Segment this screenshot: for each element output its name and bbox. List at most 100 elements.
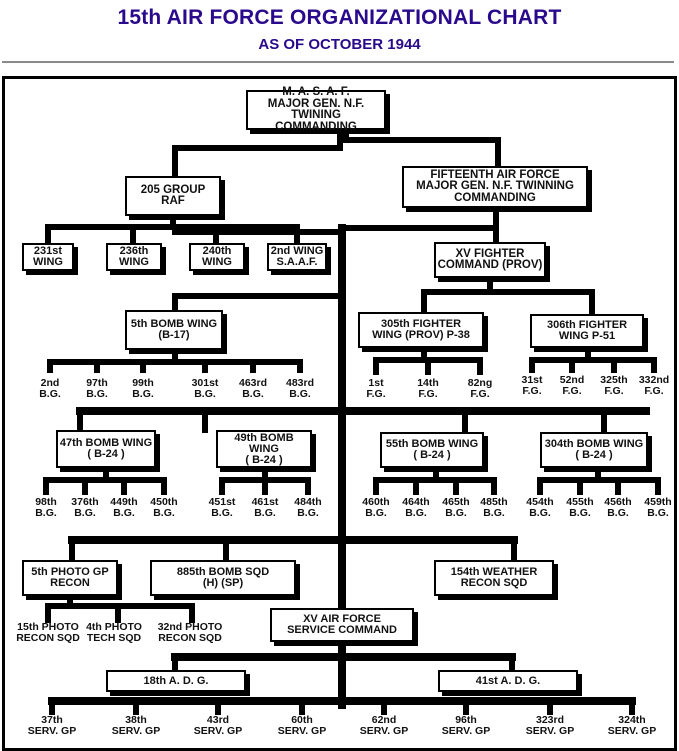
leaf-label-line: B.G. — [483, 507, 505, 519]
node-label-line: FIFTEENTH AIR FORCE — [430, 168, 560, 181]
node-label-line: ( B-24 ) — [87, 448, 125, 460]
leaf-label-line: B.G. — [365, 507, 387, 519]
leaf-label-line: 14th — [417, 377, 439, 389]
leaf-label-line: B.G. — [74, 507, 96, 519]
leaf-label-line: SERV. GP — [277, 725, 327, 737]
leaf-label-line: 484th — [294, 496, 322, 508]
leaf-label-line: 464th — [402, 496, 430, 508]
node-label-line: 18th A. D. G. — [143, 674, 209, 687]
leaf-label-line: 460th — [362, 496, 390, 508]
leaf-label-line: 31st — [521, 374, 543, 386]
leaf-label-line: B.G. — [39, 388, 61, 400]
leaf-label-line: F.G. — [562, 385, 582, 397]
leaf-label-line: 324th — [618, 714, 646, 726]
node-label-line: RAF — [161, 195, 185, 207]
leaf-label-line: B.G. — [153, 507, 175, 519]
node-label-line: 49th BOMB WING — [234, 431, 294, 455]
node-label-line: 5th BOMB WING — [130, 318, 218, 330]
node-label-line: 2nd WING — [270, 245, 324, 257]
leaf-label-line: TECH SQD — [86, 632, 142, 644]
header-divider — [2, 61, 674, 63]
leaf-label-line: F.G. — [644, 385, 664, 397]
node-label-line: XV AIR FORCE — [303, 613, 381, 625]
leaf-label-line: SERV. GP — [607, 725, 657, 737]
leaf-label-line: 96th — [455, 714, 477, 726]
leaf-label-line: SERV. GP — [27, 725, 77, 737]
leaf-label-line: B.G. — [289, 388, 311, 400]
leaf-label-line: F.G. — [366, 388, 386, 400]
leaf-label-line: RECON SQD — [16, 632, 80, 644]
leaf-label-line: 455th — [566, 496, 594, 508]
leaf-label-line: 38th — [125, 714, 147, 726]
leaf-label-line: B.G. — [132, 388, 154, 400]
node-label-line: M. A. S. A. F. — [282, 86, 350, 98]
node-label-line: WING — [202, 256, 232, 268]
node-label-line: 231st — [33, 245, 63, 257]
node-47th-bomb-wing: 47th BOMB WING( B-24 ) — [56, 430, 156, 468]
node-49th-bomb-wing: 49th BOMB WING( B-24 ) — [216, 430, 312, 468]
leaf-label-line: 52nd — [559, 374, 585, 386]
leaf-label-line: 463rd — [238, 377, 268, 389]
leaf-label-line: 451st — [208, 496, 236, 508]
node-label-line: WING P-51 — [558, 330, 616, 342]
node-label-line: XV FIGHTER — [455, 247, 525, 260]
leaf-label-line: 301st — [191, 377, 219, 389]
node-label-line: 305th FIGHTER — [380, 318, 462, 330]
leaf-label-line: 62nd — [371, 714, 397, 726]
node-label-line: WING (PROV) P-38 — [372, 329, 470, 341]
leaf-label-line: SERV. GP — [193, 725, 243, 737]
leaf-label-line: B.G. — [113, 507, 135, 519]
chart-title: 15th AIR FORCE ORGANIZATIONAL CHART — [117, 6, 562, 29]
node-label-line: S.A.A.F. — [276, 256, 318, 268]
node-label-line: 304th BOMB WING — [544, 438, 644, 450]
leaf-label-line: B.G. — [445, 507, 467, 519]
node-label-line: COMMAND (PROV) — [437, 259, 543, 271]
leaf-label-line: 60th — [291, 714, 313, 726]
leaf-label-line: 449th — [110, 496, 138, 508]
node-label-line: WING — [33, 256, 63, 268]
node-label-line: 5th PHOTO GP — [31, 566, 109, 578]
node-label-line: 47th BOMB WING — [59, 437, 153, 449]
leaf-label-line: 15th PHOTO — [17, 621, 79, 633]
node-label-line: 306th FIGHTER — [546, 319, 628, 331]
leaf-label-line: 2nd — [40, 377, 60, 389]
leaf-label-line: SERV. GP — [441, 725, 491, 737]
node-label-line: 885th BOMB SQD — [176, 566, 270, 578]
node-label-line: (B-17) — [158, 329, 190, 341]
node-label-line: 55th BOMB WING — [385, 438, 479, 450]
leaf-label-line: 454th — [526, 496, 554, 508]
node-label-line: MAJOR GEN. N.F. TWINNING — [416, 180, 574, 193]
chart-subtitle: AS OF OCTOBER 1944 — [258, 36, 421, 53]
node-18th-adg: 18th A. D. G. — [106, 670, 246, 692]
leaf-label-line: 37th — [41, 714, 63, 726]
